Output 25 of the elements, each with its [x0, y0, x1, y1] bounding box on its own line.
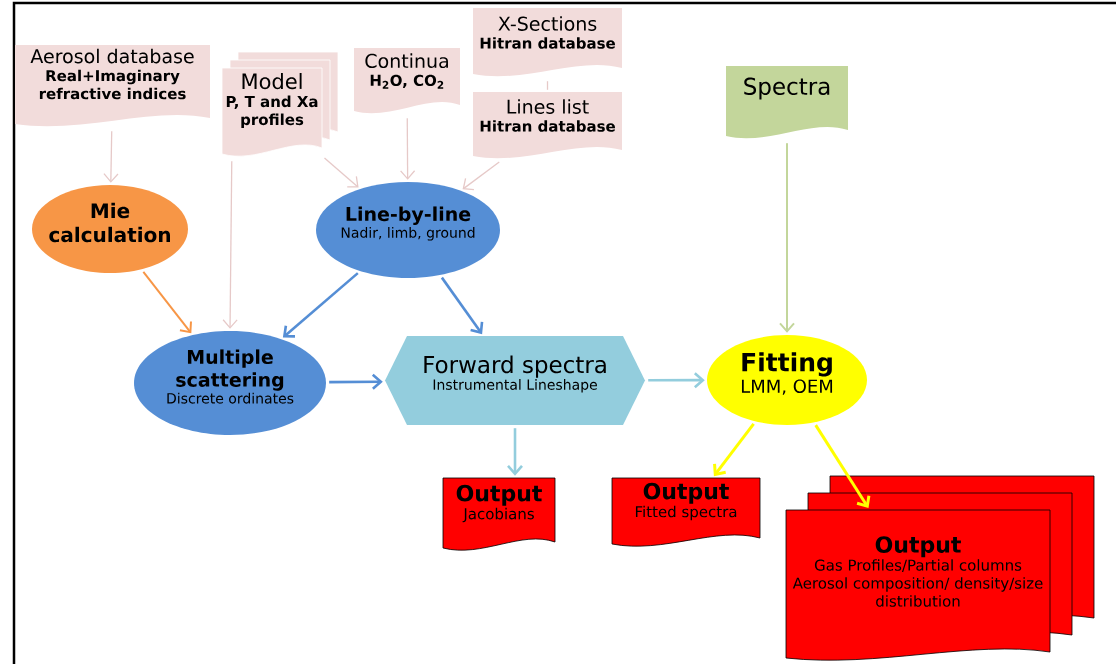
connector-line — [546, 80, 549, 91]
arrow — [713, 423, 755, 477]
arrow — [142, 270, 192, 334]
arrow — [779, 142, 795, 333]
arrow — [282, 272, 359, 338]
arrow — [507, 428, 523, 476]
output-document: Output Fitted spectra — [611, 477, 761, 547]
arrow — [222, 160, 238, 329]
output-document: Output Jacobians — [442, 477, 556, 551]
document-box: Continua H$_{2}$O, CO$_{2}$ — [354, 48, 460, 114]
arrow — [399, 117, 416, 180]
stacked-documents: Model P, T and Xa profiles — [221, 51, 339, 157]
arrow — [648, 372, 705, 389]
document-box: Aerosol database Real+Imaginary refractive indices — [15, 45, 210, 127]
arrow — [814, 424, 871, 509]
document-box: Spectra — [726, 66, 848, 139]
arrow — [323, 157, 359, 188]
document-box: X-Sections Hitran database — [473, 8, 622, 77]
arrow — [329, 373, 383, 390]
arrow — [103, 130, 119, 183]
arrow — [440, 276, 484, 335]
stacked-output-documents: Output Gas Profiles/Partial columns Aerosol composition/ density/size distribution — [785, 475, 1095, 661]
arrow — [462, 161, 500, 191]
hexagon-box: Forward spectra Instrumental Lineshape — [385, 336, 645, 425]
document-box: Lines list Hitran database — [473, 92, 622, 159]
